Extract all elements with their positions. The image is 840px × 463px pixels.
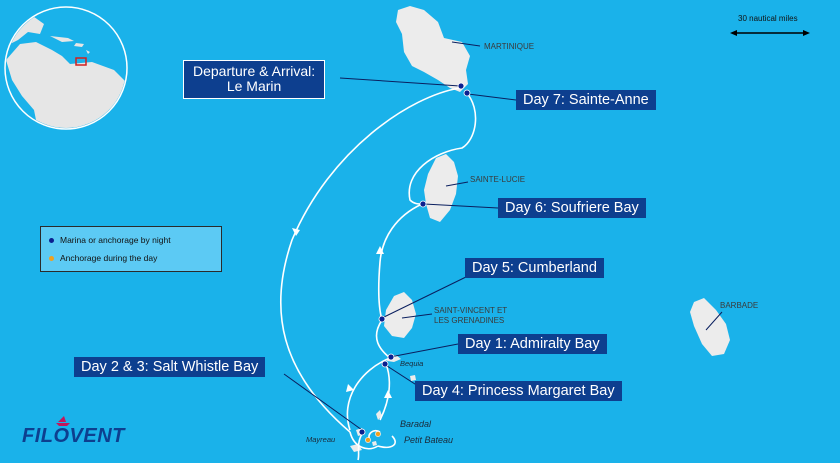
- legend-row-day: Anchorage during the day: [49, 249, 213, 267]
- legend-day-label: Anchorage during the day: [60, 253, 158, 263]
- day-label-day4: Day 4: Princess Margaret Bay: [415, 381, 622, 401]
- departure-label-line1: Departure & Arrival:: [193, 63, 316, 79]
- place-petit-bateau: Petit Bateau: [404, 435, 454, 445]
- island-name-martinique: MARTINIQUE: [484, 42, 535, 51]
- island-name-barbade: BARBADE: [720, 301, 759, 310]
- legend-night-label: Marina or anchorage by night: [60, 235, 171, 245]
- marker-petit-bateau: [365, 437, 371, 443]
- filovent-logo: FILOVENT: [22, 425, 125, 447]
- place-mayreau: Mayreau: [306, 435, 336, 444]
- marker-cumberland: [378, 315, 386, 323]
- island-name-sainte-lucie: SAINTE-LUCIE: [470, 175, 526, 184]
- marker-admiralty-bay: [387, 353, 395, 361]
- marker-salt-whistle-bay: [358, 428, 366, 436]
- marker-le-marin: [457, 82, 465, 90]
- mustique-island: [410, 375, 416, 381]
- sailing-route: [279, 87, 477, 461]
- departure-label-line2: Le Marin: [226, 78, 282, 94]
- saint-vincent-island: [384, 292, 416, 338]
- day-dot-icon: [49, 255, 54, 261]
- place-baradal: Baradal: [400, 419, 432, 429]
- island-name-saint-vincent-2: LES GRENADINES: [434, 316, 505, 325]
- tobago-cays-island: [372, 441, 377, 446]
- day-label-day1: Day 1: Admiralty Bay: [458, 334, 607, 354]
- departure-label: Departure & Arrival: Le Marin: [183, 60, 326, 99]
- leader-lines: [283, 41, 723, 431]
- night-dot-icon: [49, 237, 54, 243]
- marker-baradal: [375, 431, 381, 437]
- union-island: [350, 444, 362, 452]
- marker-sainte-anne: [463, 89, 471, 97]
- martinique-island: [396, 6, 470, 92]
- day-label-day2-3: Day 2 & 3: Salt Whistle Bay: [74, 357, 266, 377]
- inset-overview-map: [4, 6, 128, 130]
- map-legend: Marina or anchorage by night Anchorage d…: [40, 226, 222, 272]
- inset-focus-rect: [75, 57, 87, 66]
- route-arrows: [292, 228, 392, 398]
- barbade-island: [690, 298, 730, 356]
- day-label-day7: Day 7: Sainte-Anne: [516, 90, 656, 110]
- legend-row-night: Marina or anchorage by night: [49, 231, 213, 249]
- day-label-day5: Day 5: Cumberland: [465, 258, 604, 278]
- island-name-saint-vincent-1: SAINT-VINCENT ET: [434, 306, 508, 315]
- place-bequia: Bequia: [400, 359, 424, 368]
- scale-bar: [730, 30, 810, 36]
- scale-label: 30 nautical miles: [738, 14, 798, 23]
- day-markers: [365, 431, 381, 443]
- marker-soufriere-bay: [419, 200, 427, 208]
- marker-princess-margaret-bay: [381, 360, 389, 368]
- sainte-lucie-island: [424, 154, 458, 222]
- day-label-day6: Day 6: Soufriere Bay: [498, 198, 646, 218]
- night-markers: [358, 82, 471, 436]
